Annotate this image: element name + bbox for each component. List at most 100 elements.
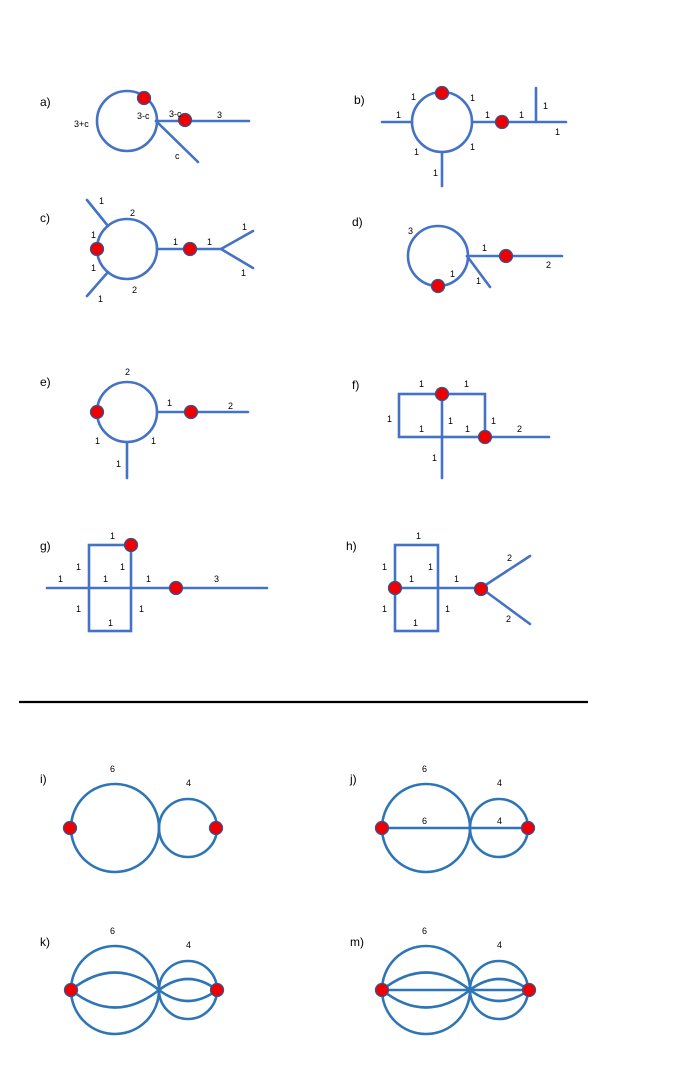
- vertex: [430, 278, 446, 294]
- edge-label: 4: [497, 816, 502, 826]
- edge-label: 1: [110, 531, 115, 541]
- edge-label: 2: [132, 285, 137, 295]
- vertex: [473, 581, 489, 597]
- edge-label: 1: [432, 453, 437, 463]
- loop: [410, 90, 474, 154]
- edge-label: 2: [507, 553, 512, 563]
- edge-label: 4: [497, 940, 502, 950]
- vertex: [387, 580, 403, 596]
- vertex: [434, 85, 450, 101]
- edge-label: 1: [454, 574, 459, 584]
- vertex: [498, 248, 514, 264]
- loop: [95, 217, 159, 281]
- vertex: [209, 982, 225, 998]
- vertex: [494, 114, 510, 130]
- panel-a: a) 3+c 3-c 3-c 3 c: [40, 89, 251, 164]
- vertex: [89, 404, 105, 420]
- edge-label: 1: [519, 110, 524, 120]
- edge-label: 1: [76, 562, 81, 572]
- edge-label: 1: [482, 243, 487, 253]
- edge-label: 1: [99, 196, 104, 206]
- edge-label: 1: [433, 168, 438, 178]
- edge: [70, 971, 160, 992]
- edge-label: 1: [139, 604, 144, 614]
- edge: [219, 247, 255, 270]
- loop-large: [69, 782, 161, 874]
- loop: [406, 224, 470, 288]
- loop-small: [157, 959, 219, 1021]
- edge-label: 1: [95, 436, 100, 446]
- edge-label: 1: [476, 276, 481, 286]
- edge-label: 4: [497, 778, 502, 788]
- edge-label: 1: [151, 436, 156, 446]
- edge-label: 1: [167, 398, 172, 408]
- panel-label-i: i): [40, 772, 47, 786]
- edge-label: 2: [228, 401, 233, 411]
- edge-label: 6: [422, 816, 427, 826]
- edge-label: 1: [555, 127, 560, 137]
- edge-label: 6: [110, 926, 115, 936]
- vertex: [520, 820, 536, 836]
- vertex: [183, 404, 199, 420]
- panel-c: c) 1 2 1 1 2 1 1 1 1 1: [40, 196, 255, 304]
- edge-label: 4: [186, 778, 191, 788]
- edge-label: 1: [413, 618, 418, 628]
- edge-label: 1: [411, 92, 416, 102]
- edge-label: 6: [422, 764, 427, 774]
- edge-label: 1: [241, 268, 246, 278]
- edge-label: 1: [491, 416, 496, 426]
- vertex: [168, 580, 184, 596]
- panel-i: i) 6 4: [40, 764, 224, 874]
- edge-label: 1: [91, 263, 96, 273]
- vertex: [374, 820, 390, 836]
- edge: [465, 254, 492, 289]
- edge: [469, 977, 530, 992]
- edge-label: c: [175, 151, 180, 161]
- vertex: [374, 982, 390, 998]
- edge-label: 3-c: [169, 109, 182, 119]
- edge-label: 1: [543, 101, 548, 111]
- edge-label: 1: [103, 574, 108, 584]
- panel-label-m: m): [350, 935, 364, 949]
- edge-label: 2: [130, 208, 135, 218]
- panel-label-h: h): [346, 539, 357, 553]
- vertex: [521, 982, 537, 998]
- edge-label: 1: [387, 414, 392, 424]
- edge-label: 1: [409, 574, 414, 584]
- panel-m: m) 6 4: [350, 926, 537, 1036]
- edge-label: 1: [416, 531, 421, 541]
- panel-label-g: g): [40, 539, 51, 553]
- edge-label: 3+c: [74, 119, 89, 129]
- panel-label-c: c): [40, 211, 50, 225]
- edge-label: 1: [91, 230, 96, 240]
- edge-label: 1: [448, 416, 453, 426]
- edge: [70, 988, 160, 1009]
- edge-label: 2: [517, 424, 522, 434]
- vertex: [182, 241, 198, 257]
- vertex: [63, 982, 79, 998]
- edge-label: 1: [146, 574, 151, 584]
- edge: [381, 988, 471, 1009]
- edge: [479, 586, 532, 626]
- loop-small: [157, 797, 219, 859]
- edge: [154, 119, 200, 164]
- edge: [219, 229, 255, 251]
- panel-label-f: f): [352, 378, 359, 392]
- edge-label: 3-c: [137, 111, 150, 121]
- vertex: [208, 820, 224, 836]
- edge-label: 1: [450, 269, 455, 279]
- edge-label: 1: [116, 459, 121, 469]
- panel-d: d) 3 1 1 1 2: [352, 215, 564, 294]
- panel-j: j) 6 4 6 4: [349, 764, 536, 874]
- edge-label: 1: [98, 294, 103, 304]
- loop: [95, 380, 159, 444]
- panel-g: g) 1 1 1 1 1 1 3 1 1 1: [40, 531, 269, 633]
- edge: [85, 198, 110, 228]
- edge-label: 2: [125, 367, 130, 377]
- vertex: [177, 112, 193, 128]
- edge-label: 3: [217, 110, 222, 120]
- edge-label: 1: [382, 562, 387, 572]
- edge-label: 3: [214, 574, 219, 584]
- edge-label: 2: [546, 260, 551, 270]
